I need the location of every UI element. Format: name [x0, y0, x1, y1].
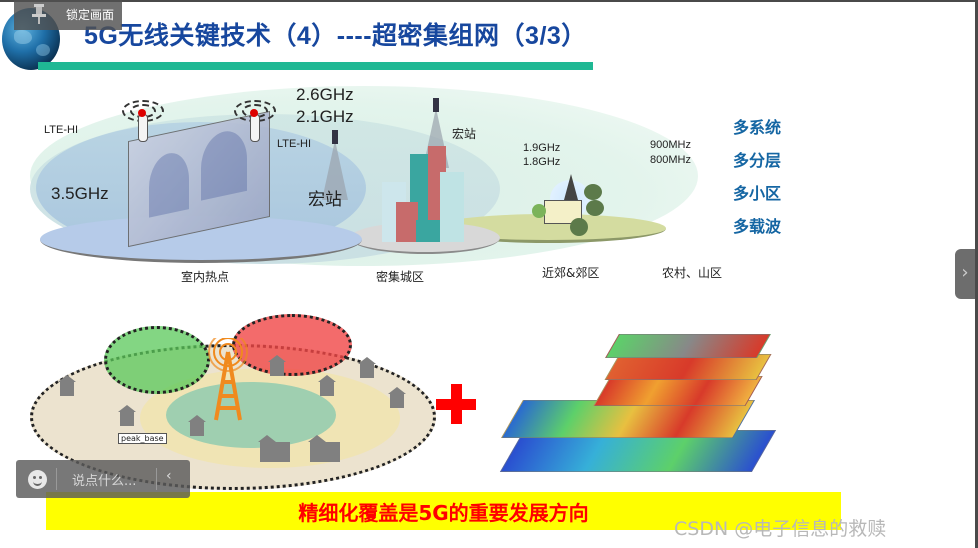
peak-base-tag: peak_base: [118, 433, 167, 444]
watermark: CSDN @电子信息的救赎: [674, 518, 887, 540]
comment-input[interactable]: 说点什么...: [72, 474, 137, 489]
rural-frequency-label: 900MHz: [650, 139, 691, 151]
feature-item: 多系统: [733, 118, 782, 137]
zone-label-indoor: 室内热点: [181, 270, 230, 284]
banner-text: 精细化覆盖是5G的重要发展方向: [298, 501, 589, 525]
lte-hi-label: LTE-HI: [44, 124, 79, 136]
hotspot-zone-green: [104, 326, 210, 394]
house-icon: [268, 355, 286, 376]
macro-station-label: 宏站: [452, 127, 477, 141]
small-cell-antenna-icon: [122, 100, 164, 142]
city-buildings-illustration: [380, 122, 470, 242]
shop-icon: [308, 435, 340, 462]
house-icon: [388, 387, 406, 408]
feature-item: 多分层: [733, 151, 782, 170]
feature-item: 多载波: [733, 217, 782, 236]
macro-frequency-label: 2.6GHz: [296, 85, 354, 104]
emoji-icon[interactable]: [28, 470, 47, 489]
house-icon: [118, 405, 136, 426]
next-slide-button[interactable]: ›: [955, 249, 975, 299]
slide-title: 5G无线关键技术（4）----超密集组网（3/3）: [84, 22, 587, 50]
house-icon: [188, 415, 206, 436]
shop-icon: [258, 435, 290, 462]
title-underline: [38, 62, 593, 70]
zone-label-suburb: 近郊&郊区: [542, 266, 600, 280]
conclusion-banner: 精细化覆盖是5G的重要发展方向: [46, 492, 841, 530]
house-icon: [58, 375, 76, 396]
small-cell-antenna-icon: [234, 100, 276, 142]
cell-tower-icon: [208, 338, 248, 421]
divider: [56, 468, 57, 490]
window-right-border: [975, 0, 978, 548]
macro-frequency-label: 2.1GHz: [296, 107, 354, 126]
hotspot-zone-red: [232, 314, 352, 376]
plus-icon: [436, 384, 476, 424]
lock-screen-button[interactable]: 锁定画面: [14, 0, 122, 30]
macro-station-label: 宏站: [308, 190, 342, 210]
lte-hi-label: LTE-HI: [277, 138, 312, 150]
indoor-frequency-label: 3.5GHz: [51, 184, 109, 203]
divider: [156, 468, 157, 490]
feature-item: 多小区: [733, 184, 782, 203]
suburb-frequency-label: 1.9GHz: [523, 142, 561, 154]
indoor-heatmap-illustration: [482, 330, 782, 490]
collapse-button[interactable]: ‹: [166, 468, 172, 484]
macro-tower-icon: [322, 130, 348, 200]
church-illustration: [530, 170, 610, 236]
zone-label-rural: 农村、山区: [662, 266, 723, 280]
zone-label-dense-urban: 密集城区: [376, 270, 425, 284]
rural-frequency-label: 800MHz: [650, 154, 691, 166]
comment-bar: 说点什么... ‹: [16, 460, 190, 498]
house-icon: [318, 375, 336, 396]
pin-icon: [32, 4, 46, 24]
window-top-border: [0, 0, 978, 2]
suburb-frequency-label: 1.8GHz: [523, 156, 561, 168]
coverage-diagram: [30, 74, 710, 294]
house-icon: [358, 357, 376, 378]
network-map-illustration: peak_base: [20, 302, 440, 492]
lock-screen-label: 锁定画面: [66, 8, 115, 22]
feature-list: 多系统 多分层 多小区 多载波: [733, 114, 781, 246]
